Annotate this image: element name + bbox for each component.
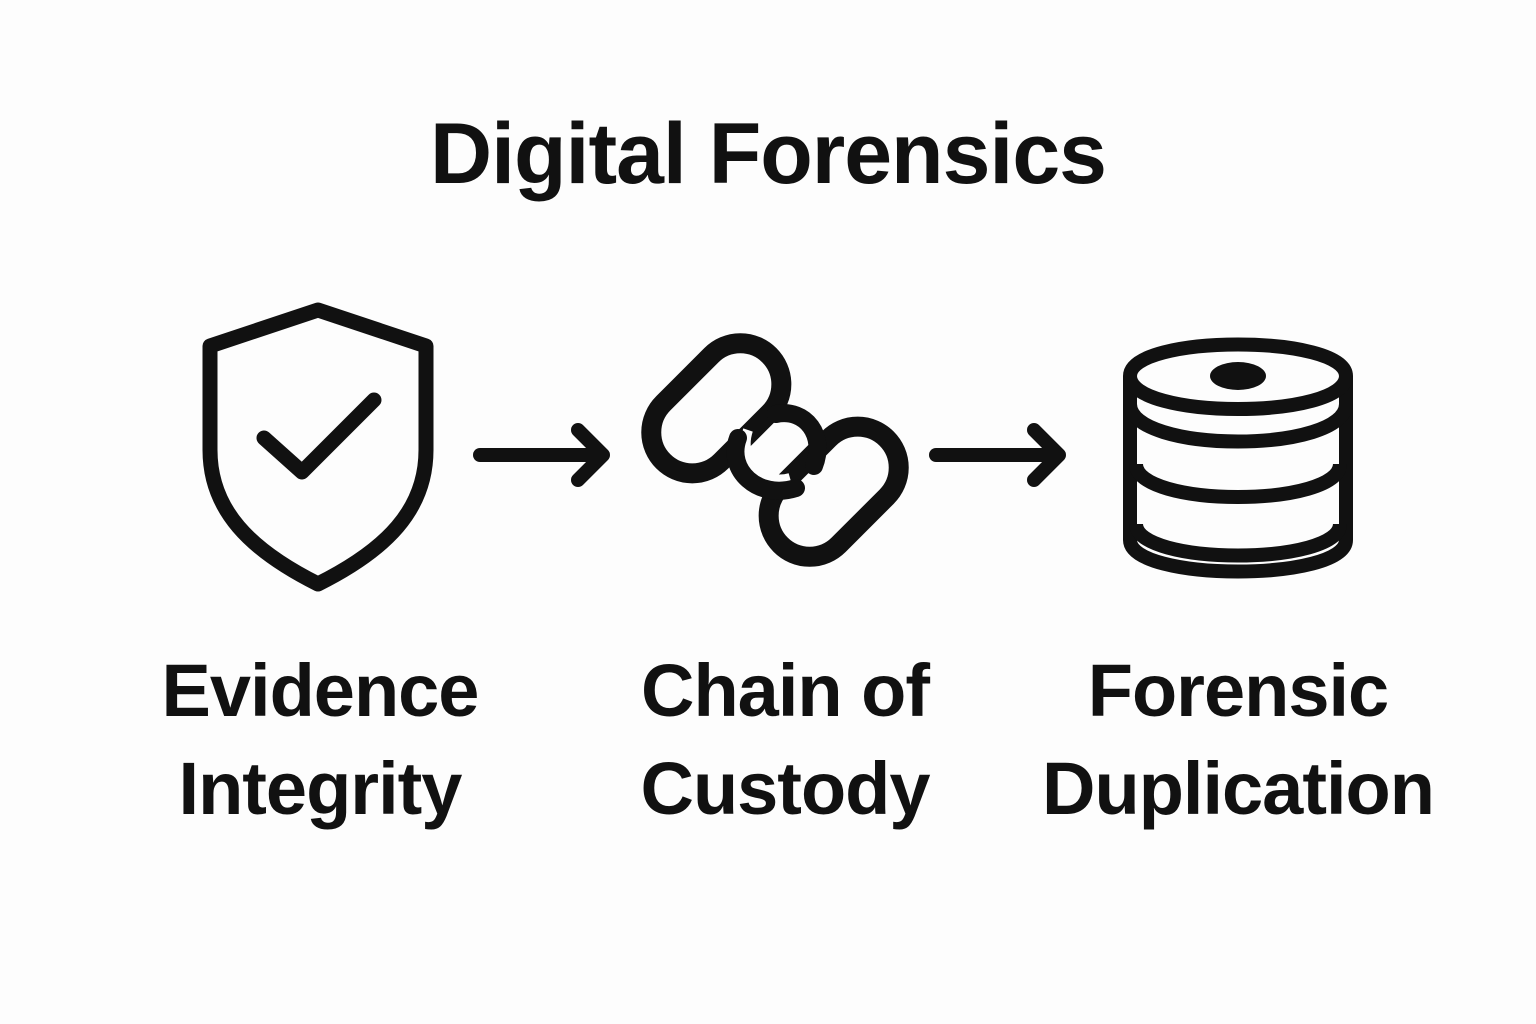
step-label-line2: Integrity bbox=[178, 747, 463, 830]
step-label-line1: Evidence bbox=[161, 649, 480, 732]
step-label-line2: Duplication bbox=[1042, 747, 1435, 830]
diagram-title: Digital Forensics bbox=[430, 106, 1107, 202]
disk-stack-icon bbox=[1118, 304, 1358, 594]
right-arrow-icon bbox=[926, 420, 1070, 490]
step-label-forensic-duplication: Forensic Duplication bbox=[1018, 642, 1458, 838]
right-arrow-icon bbox=[470, 420, 614, 490]
step-label-chain-of-custody: Chain of Custody bbox=[565, 642, 1005, 838]
step-label-evidence-integrity: Evidence Integrity bbox=[100, 642, 540, 838]
step-label-line2: Custody bbox=[640, 747, 931, 830]
shield-check-icon bbox=[196, 300, 440, 592]
step-label-line1: Chain of bbox=[641, 649, 930, 732]
step-label-line1: Forensic bbox=[1087, 649, 1389, 732]
chain-link-icon bbox=[630, 310, 920, 590]
